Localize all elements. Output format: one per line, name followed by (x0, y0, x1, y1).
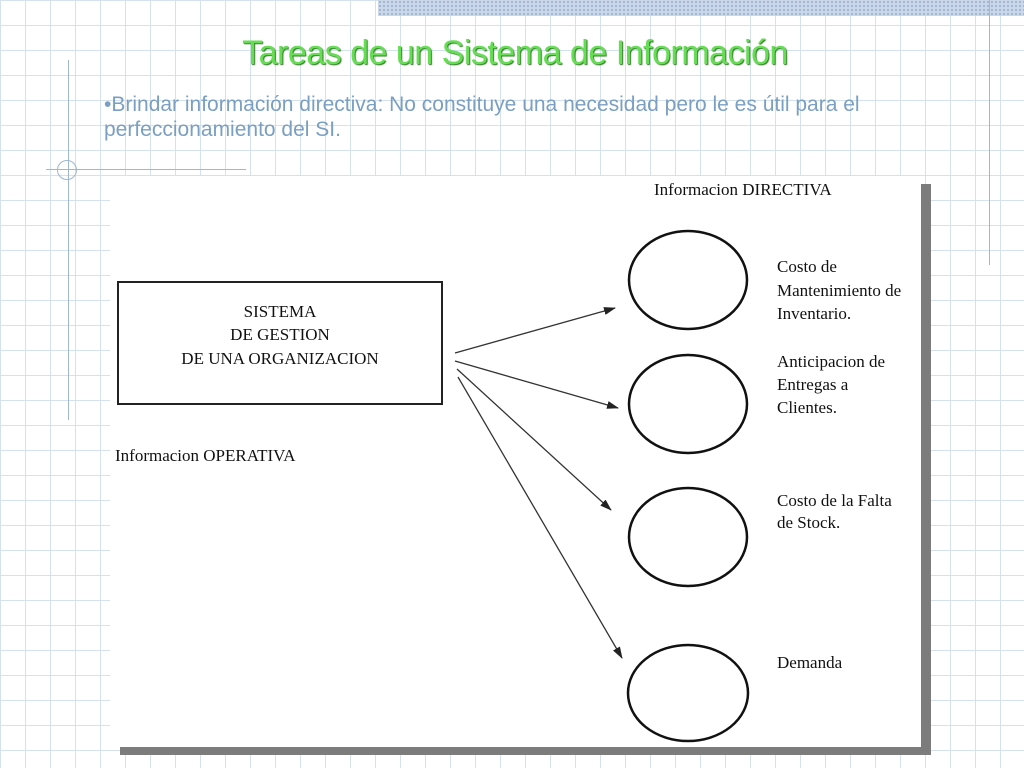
arrow-to-output-3 (456, 368, 612, 511)
output-2-line-3: Clientes. (777, 398, 837, 417)
output-circle-4 (626, 643, 750, 743)
output-3-line-2: de Stock. (777, 513, 840, 532)
slide-title: Tareas de un Sistema de Información (242, 34, 788, 72)
output-circle-1 (627, 229, 749, 331)
output-circle-3 (627, 486, 749, 588)
output-1-line-1: Costo de (777, 257, 837, 276)
output-2-line-1: Anticipacion de (777, 352, 885, 371)
slide-bullet-text: •Brindar información directiva: No const… (104, 93, 860, 141)
decorative-ring (57, 160, 77, 180)
arrow-to-output-2 (454, 360, 619, 409)
diagram-panel: SISTEMA DE GESTION DE UNA ORGANIZACION I… (110, 176, 921, 747)
diagram-canvas: SISTEMA DE GESTION DE UNA ORGANIZACION I… (115, 180, 901, 743)
arrow-to-output-4 (457, 376, 623, 659)
system-box-line-2: DE GESTION (230, 325, 330, 344)
decorative-vertical-line-left (68, 60, 69, 420)
system-box-line-1: SISTEMA (244, 302, 317, 321)
output-2-line-2: Entregas a (777, 375, 849, 394)
output-circle-2 (627, 353, 749, 455)
system-box-line-3: DE UNA ORGANIZACION (181, 349, 378, 368)
top-decorative-pattern (378, 0, 1024, 16)
system-box (117, 281, 443, 405)
label-directiva: Informacion DIRECTIVA (654, 180, 832, 199)
output-4-line-1: Demanda (777, 653, 843, 672)
output-3-line-1: Costo de la Falta (777, 491, 892, 510)
output-1-line-2: Mantenimiento de (777, 281, 901, 300)
label-operativa: Informacion OPERATIVA (115, 446, 296, 465)
decorative-vertical-line-right (989, 0, 990, 265)
arrow-to-output-1 (454, 307, 616, 354)
decorative-horizontal-line (46, 169, 246, 170)
output-1-line-3: Inventario. (777, 304, 851, 323)
